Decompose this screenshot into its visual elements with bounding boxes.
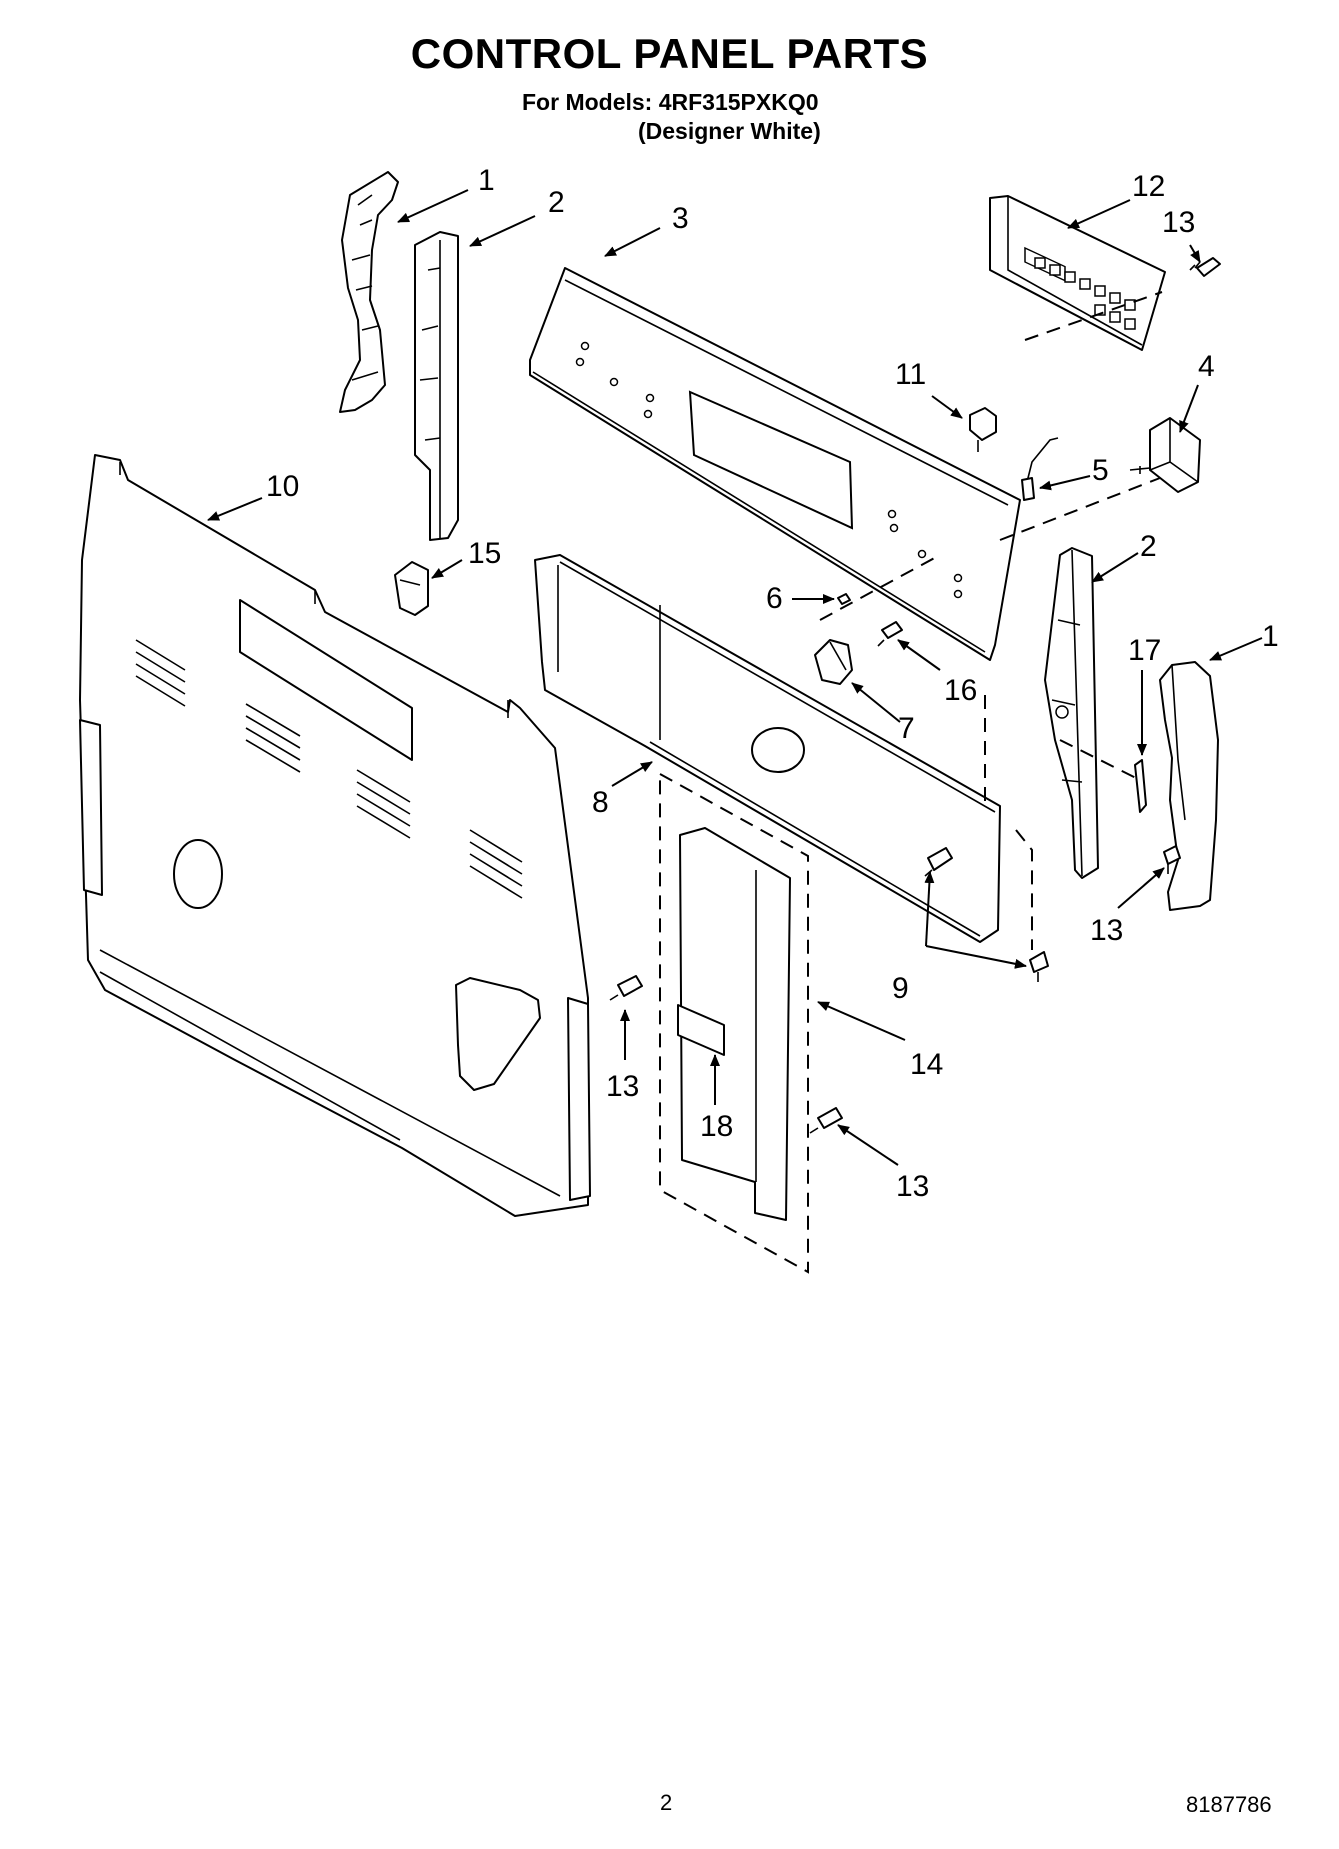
callout-4: 4	[1198, 350, 1215, 383]
callout-13-right: 13	[1090, 914, 1123, 947]
callout-10: 10	[266, 470, 299, 503]
part-9-screws	[924, 847, 1049, 982]
callout-12: 12	[1132, 170, 1165, 203]
part-4-infinite-switch	[1129, 417, 1201, 493]
callout-15: 15	[468, 537, 501, 570]
callout-2: 2	[548, 186, 565, 219]
document-number: 8187786	[1186, 1792, 1272, 1817]
part-10-rear-panel	[79, 454, 591, 1217]
callout-7: 7	[898, 712, 915, 745]
callout-18: 18	[700, 1110, 733, 1143]
callout-2-right: 2	[1140, 530, 1157, 563]
callout-13-bottom: 13	[896, 1170, 929, 1203]
alignment-lines	[819, 291, 1163, 950]
part-2-right-bracket	[1044, 547, 1099, 879]
page-title: CONTROL PANEL PARTS	[410, 30, 929, 77]
part-12-electronic-control	[989, 195, 1166, 351]
callout-16: 16	[944, 674, 977, 707]
callout-9: 9	[892, 972, 909, 1005]
part-15-clip	[394, 561, 429, 616]
callout-13-left: 13	[606, 1070, 639, 1103]
part-8-manifold-panel	[534, 554, 1001, 943]
color-line: (Designer White)	[638, 118, 821, 144]
part-13-screw-top	[1189, 257, 1221, 277]
callout-3: 3	[672, 202, 689, 235]
page-number: 2	[660, 1790, 673, 1815]
callout-1-right: 1	[1262, 620, 1279, 653]
callout-labels: 1 2 3 12 13 11 4 5 10 15 2 6 17 1 16 7 8…	[266, 164, 1279, 1203]
callout-1: 1	[478, 164, 495, 197]
part-3-control-panel	[529, 267, 1021, 661]
part-16-screw	[877, 621, 903, 647]
part-1-right-end-cap	[1159, 661, 1219, 911]
model-info: For Models: 4RF315PXKQ0 (Designer White)	[522, 88, 821, 146]
part-13-screws	[609, 845, 1181, 1134]
leader-arrows	[207, 189, 1263, 1166]
callout-17: 17	[1128, 634, 1161, 667]
part-1-left-end-cap	[339, 171, 399, 413]
part-2-left-bracket	[414, 231, 459, 541]
part-6-screw	[837, 593, 851, 605]
part-5-harness	[1021, 437, 1059, 501]
part-7-knob	[814, 639, 853, 685]
part-11-switch	[969, 407, 997, 452]
callout-6: 6	[766, 582, 783, 615]
callout-14: 14	[910, 1048, 943, 1081]
callout-11: 11	[895, 358, 926, 391]
part-14-shield	[659, 772, 809, 1274]
callout-8: 8	[592, 786, 609, 819]
part-17-bracket	[1134, 759, 1147, 813]
callout-5: 5	[1092, 454, 1109, 487]
models-line: For Models: 4RF315PXKQ0	[522, 89, 819, 115]
callout-13: 13	[1162, 206, 1195, 239]
